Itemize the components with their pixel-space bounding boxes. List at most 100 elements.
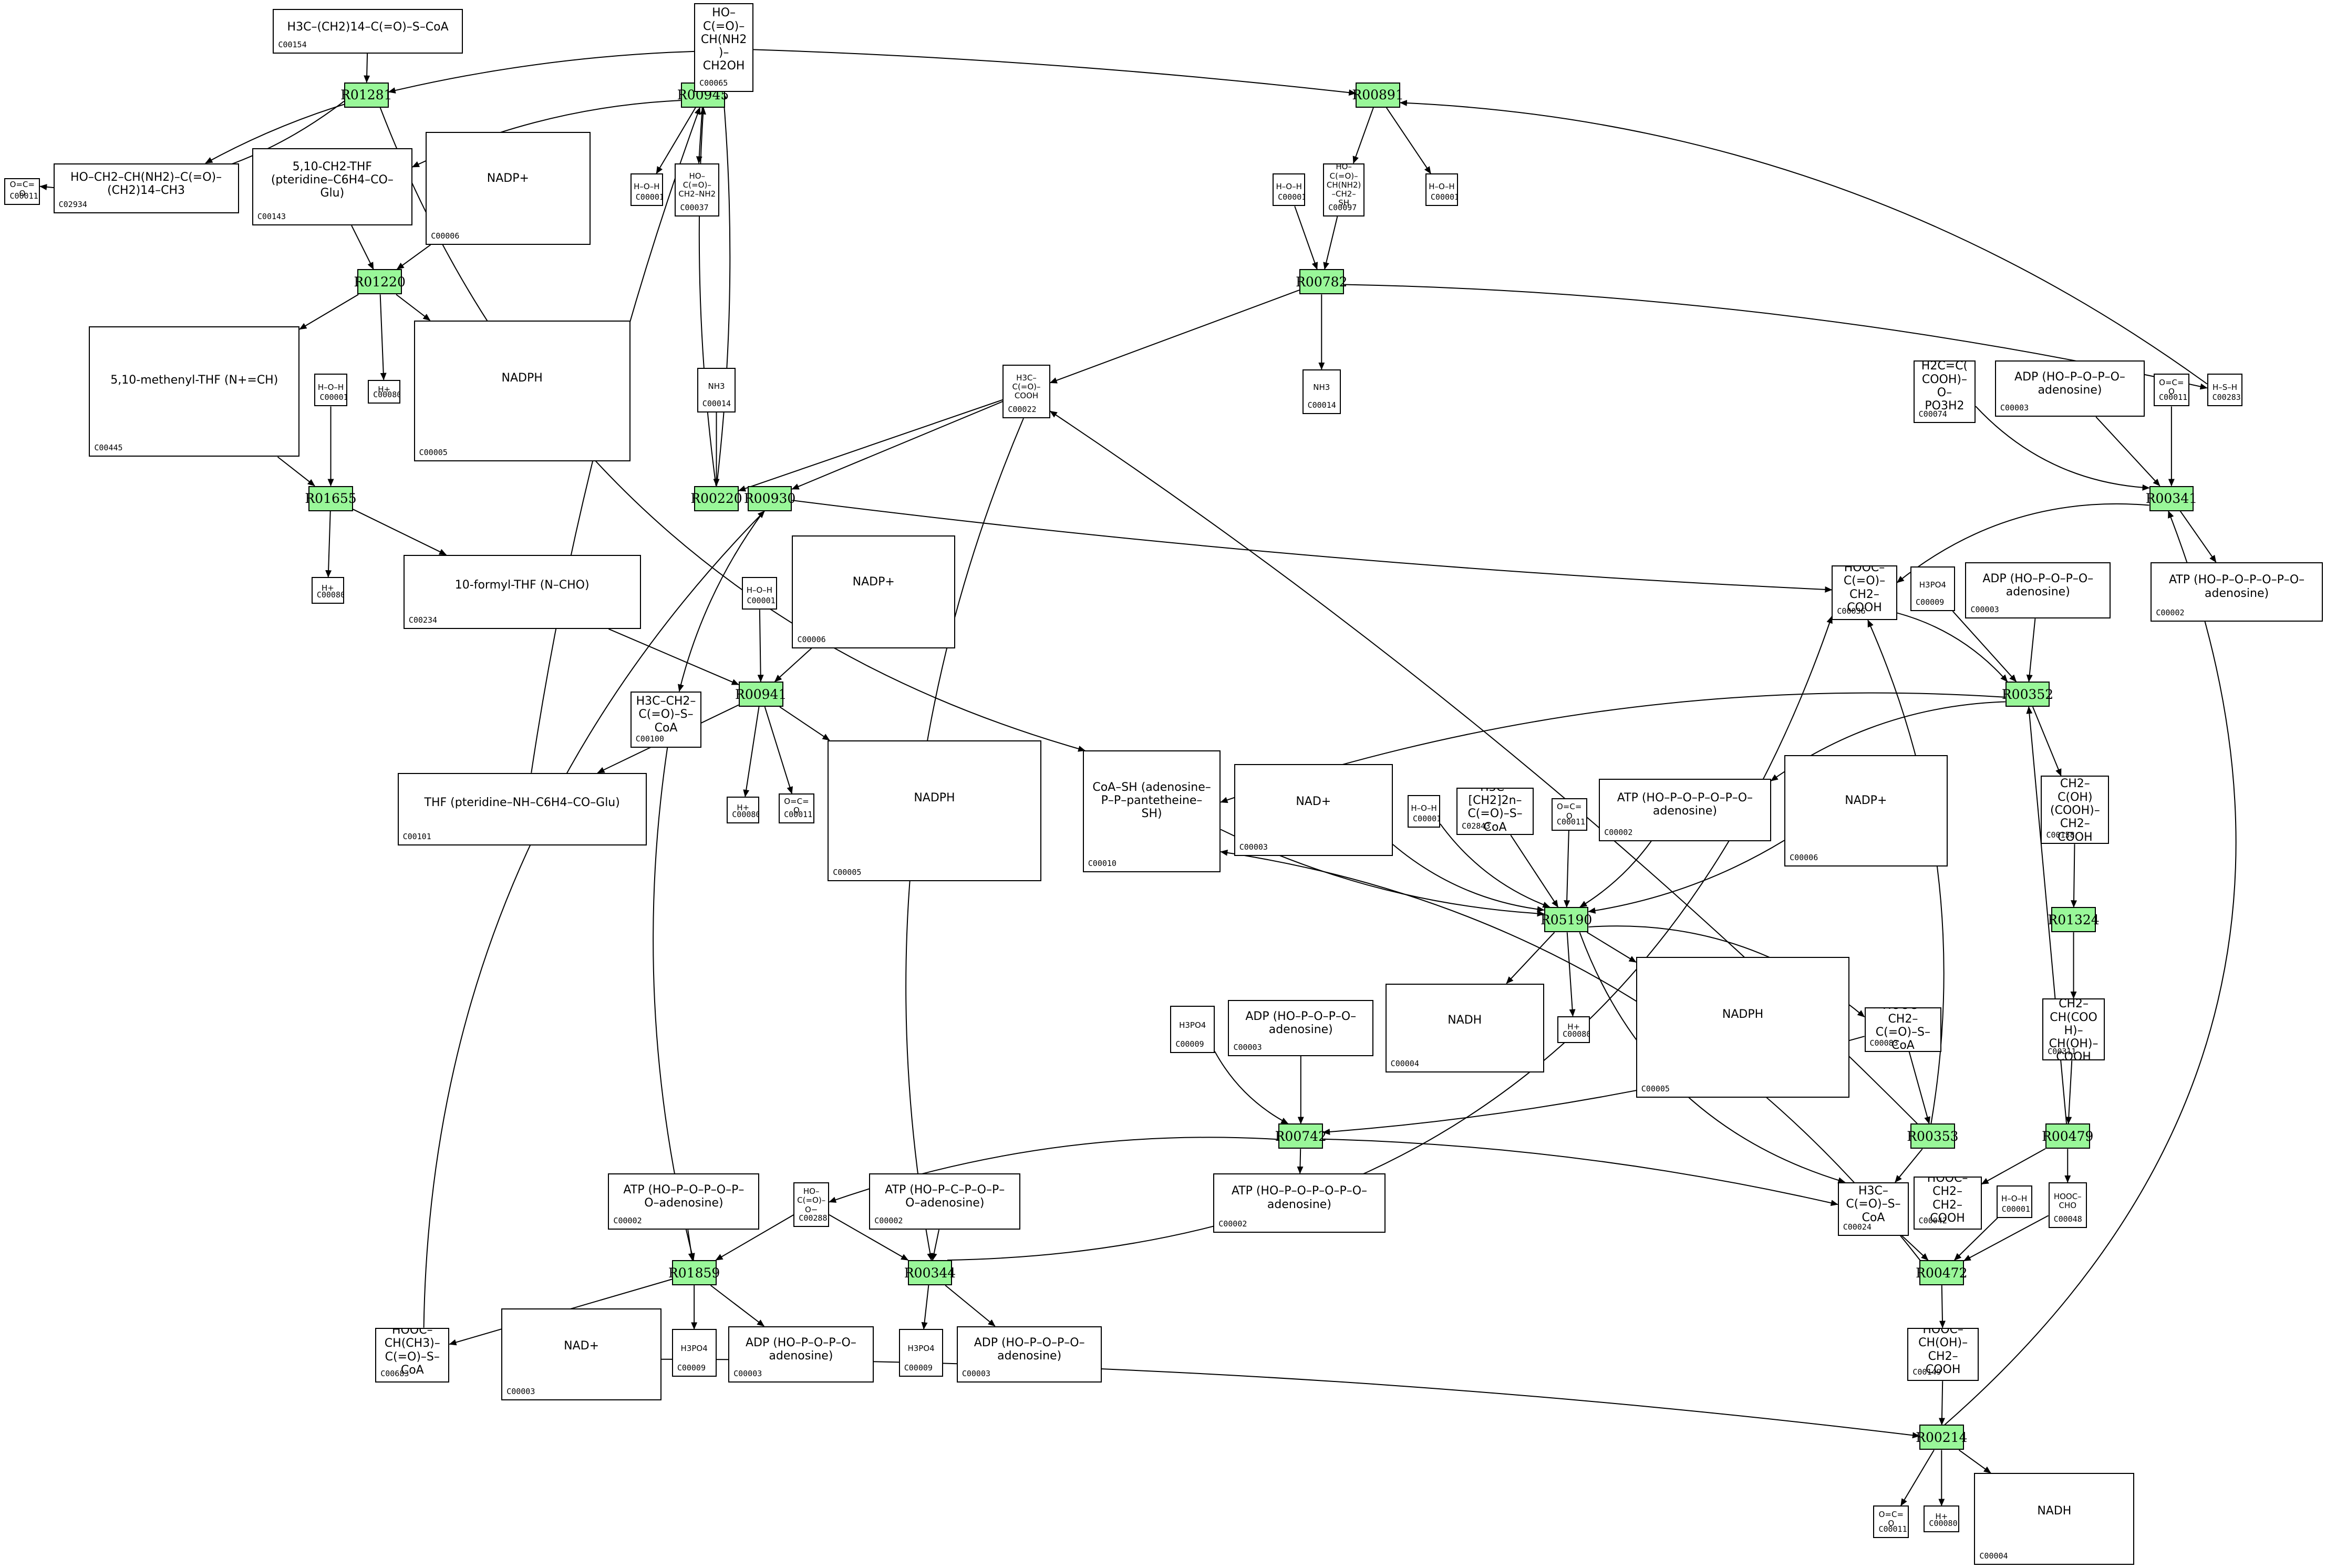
compound-node-c00003[interactable]: ADP (HO–P–O–P–O–adenosine)C00003 (956, 1326, 1102, 1383)
compound-node-c00006[interactable]: NADP+C00006 (792, 535, 955, 648)
compound-node-c00080[interactable]: H+C00080 (1557, 1016, 1590, 1043)
compound-node-c00006[interactable]: NADP+C00006 (1784, 755, 1948, 866)
reaction-node-r00220[interactable]: R00220 (690, 486, 742, 511)
compound-node-c00003[interactable]: ADP (HO–P–O–P–O–adenosine)C00003 (1994, 360, 2145, 417)
compound-id-label: C00002 (874, 1216, 903, 1226)
edge-r00941-to-c00005b (779, 706, 830, 741)
compound-structure: ADP (HO–P–O–P–O–adenosine) (2014, 370, 2125, 397)
reaction-node-r05190[interactable]: R05190 (1541, 907, 1592, 933)
reaction-node-r00941[interactable]: R00941 (735, 682, 787, 707)
compound-node-c00006[interactable]: NADP+C00006 (426, 132, 591, 245)
compound-node-c00080[interactable]: H+C00080 (1924, 1505, 1960, 1533)
reaction-node-r00479[interactable]: R00479 (2042, 1123, 2093, 1149)
compound-node-c00143[interactable]: 5,10-CH2-THF (pteridine–C6H4–CO–Glu)C001… (252, 148, 412, 226)
compound-node-c00002[interactable]: ATP (HO–P–O–P–O–P–O–adenosine)C00002 (1599, 779, 1771, 841)
compound-node-c00445[interactable]: 5,10-methenyl-THF (N+=CH)C00445 (89, 326, 300, 457)
compound-node-c00101[interactable]: THF (pteridine–NH–C6H4–CO–Glu)C00101 (397, 772, 647, 846)
reaction-node-r00742[interactable]: R00742 (1275, 1123, 1327, 1149)
compound-node-c00010[interactable]: CoA–SH (adenosine–P–P–pantetheine–SH)C00… (1082, 750, 1221, 872)
compound-node-c00002[interactable]: ATP (HO–P–O–P–O–P–O–adenosine)C00002 (1213, 1173, 1386, 1233)
compound-node-c00002[interactable]: ATP (HO–P–C–P–O–P–O–adenosine)C00002 (869, 1173, 1021, 1230)
compound-structure: H3C–[CH2]2n–C(=O)–S–CoA (1467, 789, 1523, 834)
compound-node-c00080[interactable]: H+C00080 (368, 379, 401, 404)
edge-c00074-to-r00341 (1975, 406, 2150, 491)
edge-r00344-to-c00003g (945, 1285, 996, 1327)
compound-node-c00003[interactable]: NAD+C00003 (501, 1308, 662, 1400)
reaction-node-r00344[interactable]: R00344 (904, 1260, 956, 1286)
compound-id-label: C00445 (94, 443, 123, 453)
compound-node-c00002[interactable]: ATP (HO–P–O–P–O–P–O–adenosine)C00002 (2151, 562, 2323, 622)
reaction-node-r01655[interactable]: R01655 (305, 486, 357, 511)
compound-node-c00003[interactable]: NAD+C00003 (1234, 764, 1393, 856)
compound-node-c00002[interactable]: ATP (HO–P–O–P–O–P–O–adenosine)C00002 (608, 1173, 760, 1230)
compound-node-c00080[interactable]: H+C00080 (311, 577, 344, 604)
reaction-node-r01859[interactable]: R01859 (668, 1260, 720, 1286)
compound-node-c00288[interactable]: HO–C(=O)–O−C00288 (793, 1182, 830, 1227)
compound-node-c00234[interactable]: 10-formyl-THF (N–CHO)C00234 (403, 554, 641, 629)
compound-id-label: C00004 (1390, 1059, 1419, 1069)
reaction-node-r00352[interactable]: R00352 (2002, 682, 2053, 707)
reaction-node-r01220[interactable]: R01220 (354, 269, 406, 295)
reaction-node-r00472[interactable]: R00472 (1916, 1260, 1967, 1286)
reaction-node-r01281[interactable]: R01281 (340, 82, 392, 108)
compound-node-c00080[interactable]: H+C00080 (727, 796, 760, 823)
reaction-node-r00891[interactable]: R00891 (1352, 82, 1404, 108)
compound-node-c00003[interactable]: ADP (HO–P–O–P–O–adenosine)C00003 (728, 1326, 874, 1383)
reaction-node-r00214[interactable]: R00214 (1916, 1425, 1967, 1450)
compound-id-label: C00080 (1563, 1029, 1590, 1039)
reaction-node-r00353[interactable]: R00353 (1907, 1123, 1959, 1149)
reaction-node-r00341[interactable]: R00341 (2146, 486, 2197, 511)
reaction-node-r00930[interactable]: R00930 (744, 486, 795, 511)
compound-structure: THF (pteridine–NH–C6H4–CO–Glu) (424, 796, 620, 810)
compound-id-label: C00036 (1837, 606, 1866, 616)
reaction-node-r00782[interactable]: R00782 (1296, 269, 1347, 295)
compound-node-c00003[interactable]: ADP (HO–P–O–P–O–adenosine)C00003 (1965, 562, 2111, 619)
compound-id-label: C00001 (1430, 192, 1458, 202)
compound-node-c00003[interactable]: ADP (HO–P–O–P–O–adenosine)C00003 (1228, 999, 1374, 1056)
reaction-node-r01324[interactable]: R01324 (2048, 907, 2100, 933)
